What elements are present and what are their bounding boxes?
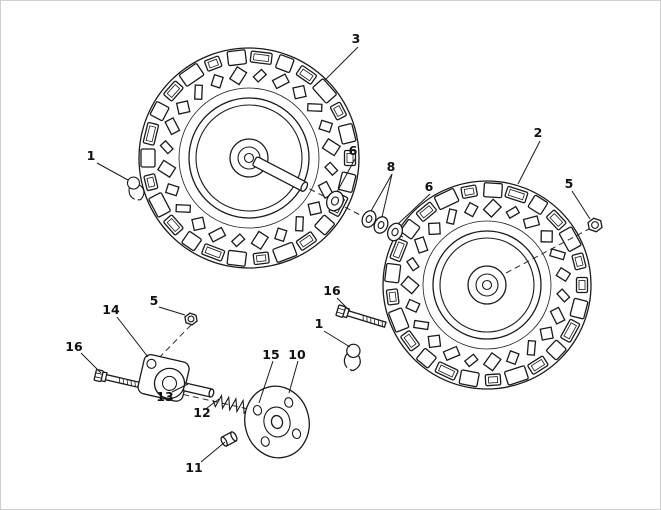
leader-line-flange [288, 360, 299, 394]
washer-8-b [373, 216, 389, 234]
leader-lines [80, 46, 591, 463]
leader-line-shaft [171, 383, 189, 393]
leader-line-nut-right [571, 190, 591, 220]
flange-10 [244, 385, 310, 459]
washer-6-a [325, 190, 345, 212]
callout-shaft: 13 [156, 388, 174, 404]
clip-1-mid [343, 343, 361, 372]
leader-line-clip-left [96, 162, 129, 181]
callout-nut-right: 5 [564, 175, 574, 191]
bracket-14 [137, 354, 215, 402]
leader-line-clip-mid [323, 330, 351, 348]
callout-flange: 10 [288, 346, 306, 362]
parts-layer [93, 47, 603, 459]
callout-tire-left: 3 [351, 30, 361, 46]
callout-bracket: 14 [102, 301, 120, 317]
callout-tire-right: 2 [533, 124, 543, 140]
spring-12 [212, 393, 250, 415]
callout-clip-mid: 1 [314, 315, 324, 331]
callout-washer-first: 6 [348, 142, 358, 158]
leader-line-washer-small [258, 360, 274, 404]
right-wheel [382, 180, 592, 390]
washer-6-b [386, 222, 404, 242]
leader-line-bolt-lower [80, 352, 102, 374]
callout-spacer: 11 [185, 459, 203, 475]
bolt-16-lower [93, 368, 142, 389]
callout-bolt-mid: 16 [323, 282, 341, 298]
leader-line-washer-first [336, 158, 356, 193]
leader-line-spacer [200, 441, 226, 463]
bolt-16-mid [335, 304, 387, 328]
leader-line-washer-pair-b [381, 173, 393, 218]
nut-5-lower [184, 312, 198, 326]
spacer-11 [220, 431, 238, 447]
callout-nut-lower: 5 [149, 292, 159, 308]
callout-washer-second: 6 [424, 178, 434, 194]
axle-shaft [252, 156, 309, 192]
leader-line-tire-right [517, 140, 541, 185]
leader-line-tire-left [324, 46, 359, 81]
callout-spring: 12 [193, 404, 211, 420]
nut-5-right [587, 217, 603, 233]
callout-clip-left: 1 [86, 147, 96, 163]
leader-line-spring [206, 398, 220, 409]
leader-line-washer-second [397, 193, 431, 225]
callout-bolt-lower: 16 [65, 338, 83, 354]
leader-line-nut-lower [158, 306, 186, 316]
leader-line-bolt-mid [336, 297, 352, 313]
callout-washer-small: 15 [262, 346, 280, 362]
clip-1-left [126, 176, 145, 201]
leader-line-bracket [116, 316, 149, 358]
callout-washer-pair: 8 [386, 158, 396, 174]
leader-line-washer-pair-a [370, 173, 393, 212]
left-wheel [138, 47, 360, 269]
